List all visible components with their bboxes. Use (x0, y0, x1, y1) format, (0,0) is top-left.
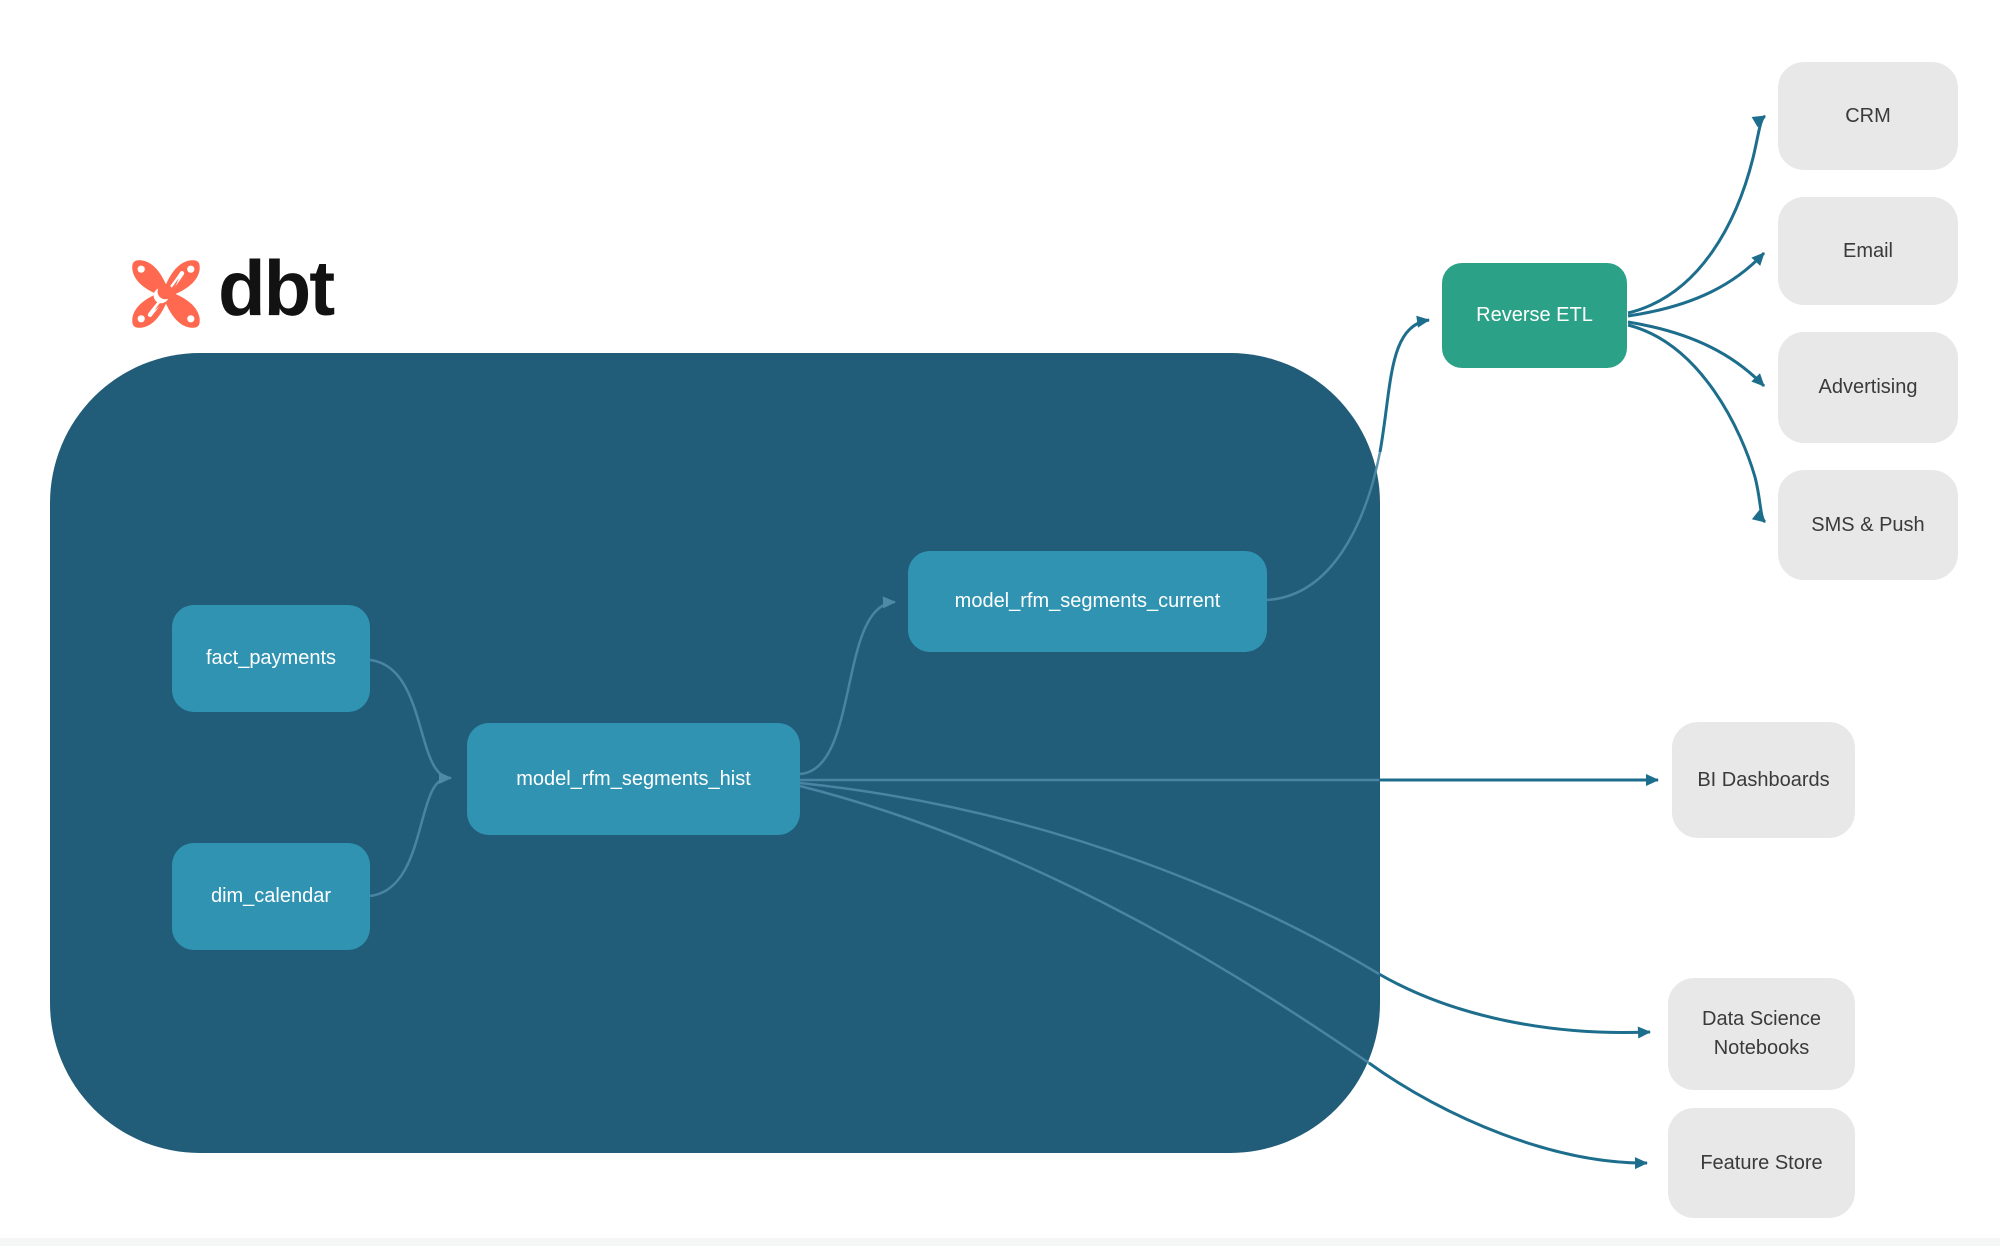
node-advertising: Advertising (1778, 332, 1958, 443)
node-dim-calendar: dim_calendar (172, 843, 370, 950)
edge-etl-to-crm (1627, 114, 1767, 315)
dbt-logo: dbt (126, 249, 335, 334)
node-email: Email (1778, 197, 1958, 305)
edge-etl-to-advertising (1627, 320, 1766, 388)
edge-etl-to-email (1627, 251, 1766, 318)
node-bi-dashboards: BI Dashboards (1672, 722, 1855, 838)
dbt-logo-text: dbt (218, 244, 335, 332)
edge-etl-to-sms (1627, 323, 1767, 524)
node-sms-push: SMS & Push (1778, 470, 1958, 580)
node-model-rfm-segments-hist: model_rfm_segments_hist (467, 723, 800, 835)
node-fact-payments: fact_payments (172, 605, 370, 712)
node-reverse-etl: Reverse ETL (1442, 263, 1627, 368)
node-feature-store: Feature Store (1668, 1108, 1855, 1218)
bottom-edge-strip (0, 1238, 2000, 1246)
edge-current-to-etl-outer (1378, 315, 1430, 453)
node-data-science-notebooks: Data Science Notebooks (1668, 978, 1855, 1090)
node-model-rfm-segments-current: model_rfm_segments_current (908, 551, 1267, 652)
edge-hist-to-dsn-outer (1378, 972, 1651, 1039)
edge-hist-to-fs-outer (1368, 1061, 1648, 1170)
node-crm: CRM (1778, 62, 1958, 170)
dbt-logo-icon (132, 260, 200, 328)
